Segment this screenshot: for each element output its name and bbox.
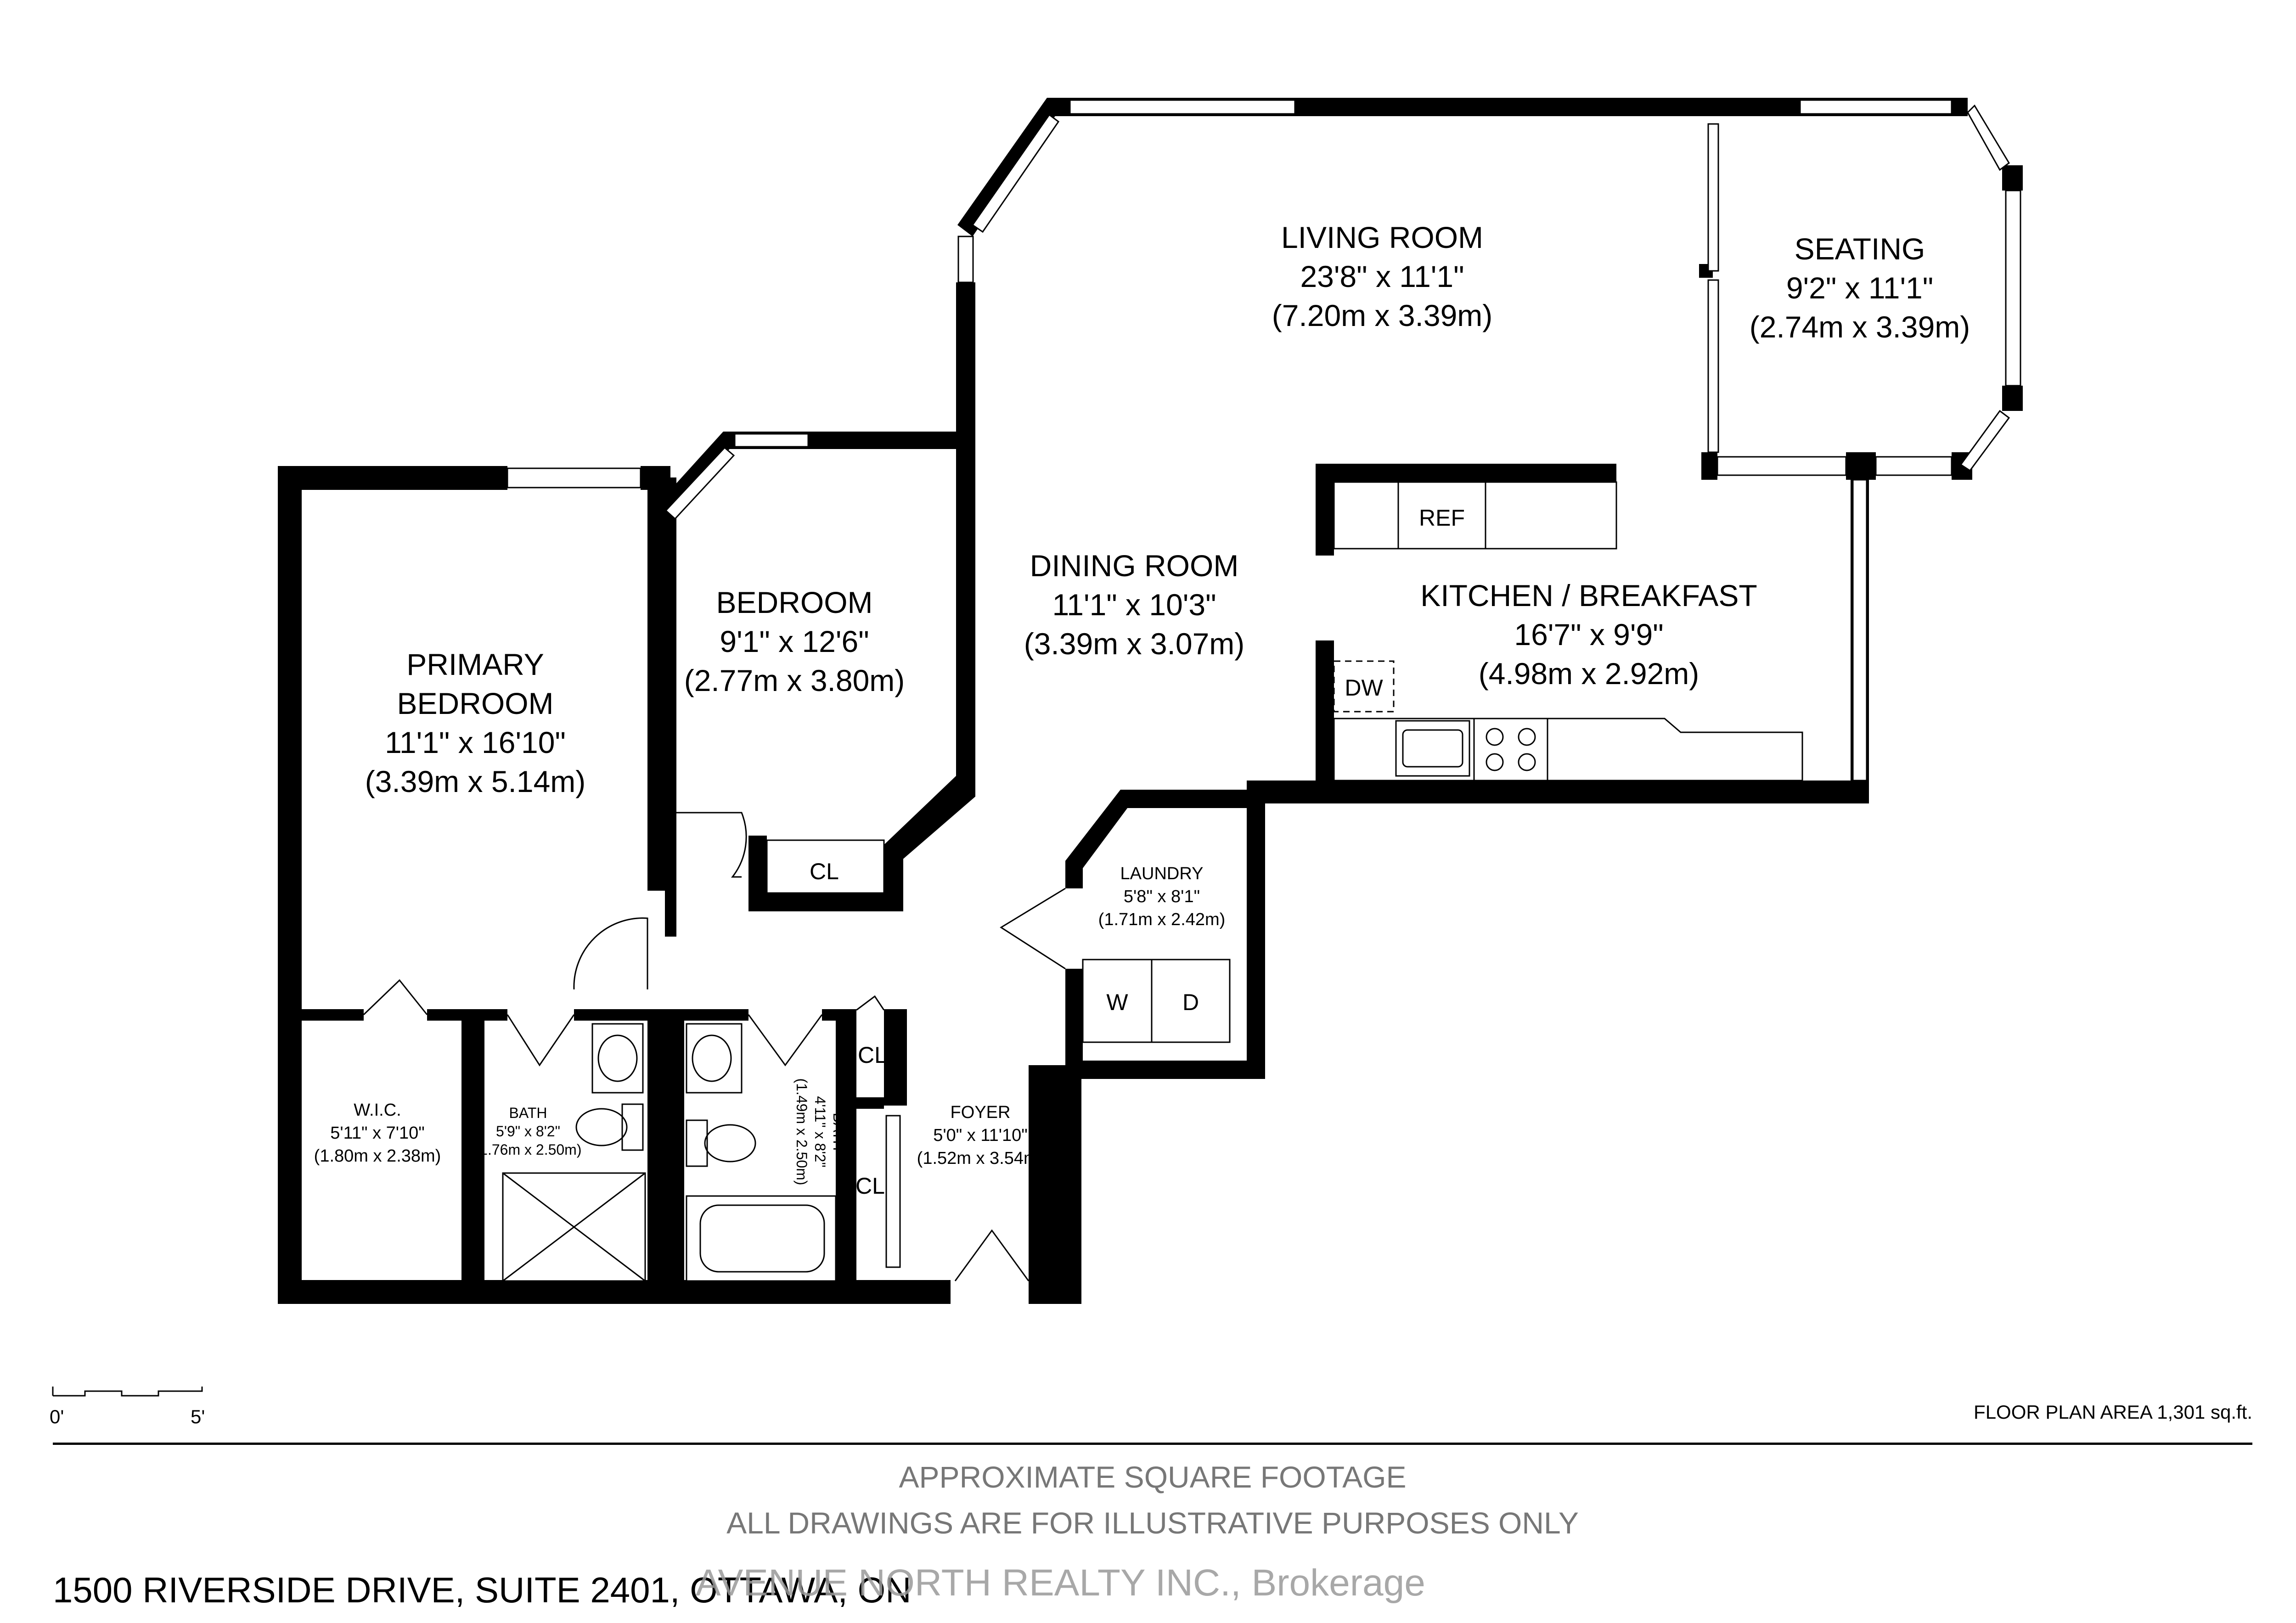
- bedroom-dim-ft: 9'1" x 12'6": [720, 624, 869, 658]
- living-room-dim-ft: 23'8" x 11'1": [1300, 259, 1464, 293]
- kitchen-fixtures: REF DW: [1333, 481, 1803, 781]
- divider-line: [53, 1443, 2252, 1445]
- floor-plan-area: FLOOR PLAN AREA 1,301 sq.ft.: [1974, 1401, 2252, 1423]
- wic-name: W.I.C.: [354, 1101, 401, 1120]
- kitchen-dim-m: (4.98m x 2.92m): [1479, 657, 1699, 691]
- dw-label: DW: [1345, 675, 1383, 701]
- bedroom-dim-m: (2.77m x 3.80m): [684, 663, 905, 697]
- closets: CL CL CL: [766, 839, 901, 1268]
- bath1-dim-m: (1.76m x 2.50m): [475, 1141, 582, 1158]
- washer-label: W: [1106, 989, 1128, 1015]
- primary-bedroom-name-1: PRIMARY: [406, 647, 544, 681]
- foyer-dim-ft: 5'0" x 11'10": [933, 1126, 1028, 1145]
- bath2-dim-m: (1.49m x 2.50m): [793, 1078, 810, 1185]
- windows: [506, 99, 2021, 781]
- laundry-name: LAUNDRY: [1120, 864, 1204, 883]
- bathtub: [686, 1195, 837, 1282]
- seating-dim-ft: 9'2" x 11'1": [1786, 271, 1933, 305]
- wic-dim-ft: 5'11" x 7'10": [330, 1123, 425, 1143]
- closet-label-upper: CL: [858, 1042, 887, 1068]
- dining-room-dim-m: (3.39m x 3.07m): [1024, 627, 1245, 661]
- dining-room-dim-ft: 11'1" x 10'3": [1052, 588, 1216, 622]
- scale-start-label: 0': [50, 1406, 64, 1427]
- property-address: 1500 RIVERSIDE DRIVE, SUITE 2401, OTTAWA…: [53, 1570, 912, 1610]
- seating-dim-m: (2.74m x 3.39m): [1750, 310, 1970, 344]
- closet-label-lower: CL: [855, 1173, 885, 1199]
- room-labels: LIVING ROOM 23'8" x 11'1" (7.20m x 3.39m…: [314, 220, 1970, 1185]
- laundry-fixtures: W D: [1082, 959, 1231, 1043]
- disclaimer-line-2: ALL DRAWINGS ARE FOR ILLUSTRATIVE PURPOS…: [726, 1506, 1579, 1540]
- dryer: [1151, 959, 1231, 1043]
- foyer-dim-m: (1.52m x 3.54m): [917, 1149, 1044, 1168]
- walls: [278, 98, 2023, 1304]
- washer: [1082, 959, 1153, 1043]
- disclaimer-line-1: APPROXIMATE SQUARE FOOTAGE: [899, 1460, 1406, 1494]
- living-room-name: LIVING ROOM: [1281, 220, 1483, 254]
- kitchen-name: KITCHEN / BREAKFAST: [1420, 578, 1757, 612]
- refrigerator: [1397, 481, 1486, 550]
- doors: [363, 812, 1066, 1281]
- seating-name: SEATING: [1795, 232, 1925, 266]
- kitchen-sink: [1395, 720, 1470, 777]
- brokerage-watermark: AVENUE NORTH REALTY INC., Brokerage: [696, 1562, 1425, 1604]
- wic-dim-m: (1.80m x 2.38m): [314, 1146, 441, 1166]
- bedroom-name: BEDROOM: [716, 585, 872, 619]
- laundry-dim-ft: 5'8" x 8'1": [1124, 887, 1200, 906]
- primary-bedroom-name-2: BEDROOM: [397, 686, 553, 720]
- stove: [1473, 718, 1548, 781]
- ref-label: REF: [1419, 505, 1465, 531]
- bath2-name: BATH: [830, 1113, 847, 1151]
- primary-bedroom-dim-ft: 11'1" x 16'10": [385, 725, 566, 759]
- living-room-dim-m: (7.20m x 3.39m): [1272, 298, 1493, 332]
- bath2-dim-ft: 4'11" x 8'2": [812, 1096, 828, 1167]
- bath2-label: BATH 4'11" x 8'2" (1.49m x 2.50m): [793, 1078, 847, 1185]
- kitchen-dim-ft: 16'7" x 9'9": [1514, 618, 1663, 651]
- bath1-dim-ft: 5'9" x 8'2": [496, 1123, 560, 1140]
- dining-room-name: DINING ROOM: [1030, 549, 1239, 583]
- closet-label-bedroom: CL: [810, 859, 839, 884]
- bath1-name: BATH: [509, 1105, 547, 1121]
- dryer-label: D: [1182, 989, 1199, 1015]
- primary-bedroom-dim-m: (3.39m x 5.14m): [365, 764, 586, 798]
- laundry-dim-m: (1.71m x 2.42m): [1098, 910, 1226, 929]
- foyer-name: FOYER: [951, 1103, 1011, 1122]
- bath-fixtures: [502, 1023, 837, 1282]
- dishwasher: [1333, 660, 1395, 713]
- scale-end-label: 5': [191, 1406, 205, 1427]
- scale-bar: 0' 5': [50, 1387, 205, 1427]
